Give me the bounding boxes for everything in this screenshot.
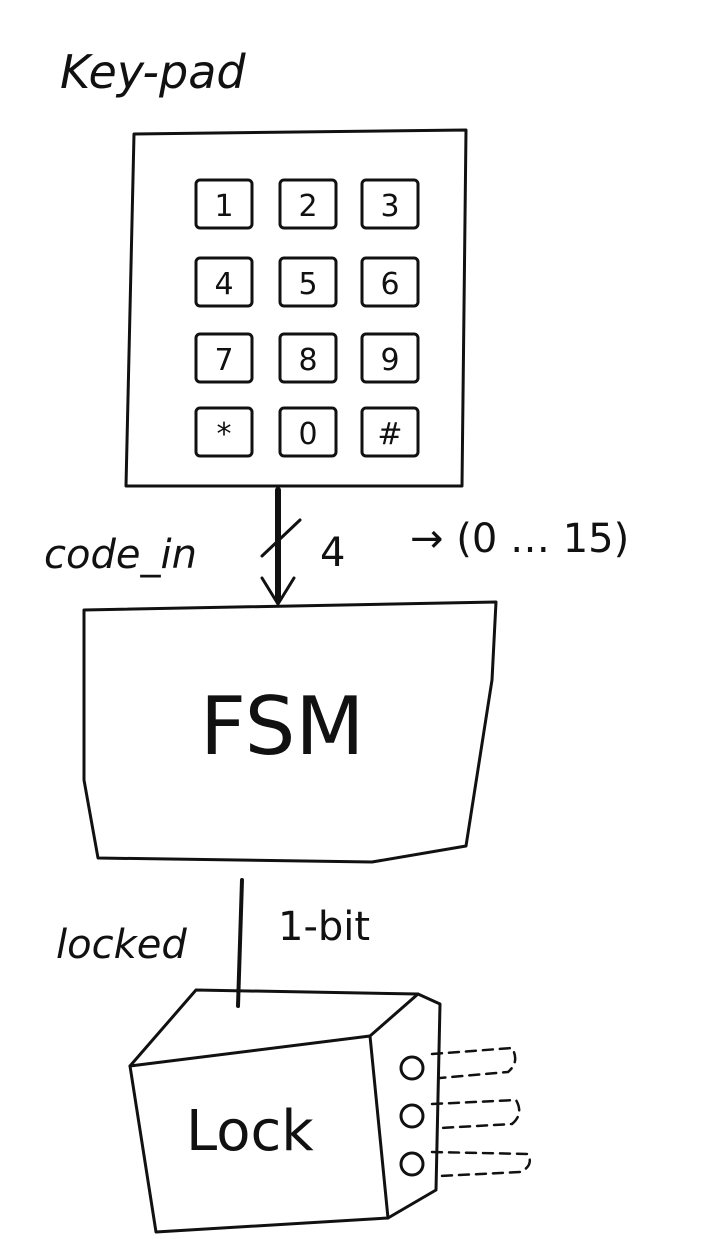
key-label: 3 — [380, 189, 399, 224]
key-label: * — [217, 417, 232, 452]
key-label: # — [377, 417, 402, 452]
fsm-box — [82, 600, 498, 864]
locked-width-label: 1-bit — [278, 904, 370, 950]
key-4-button[interactable] — [278, 256, 338, 308]
bus-width-label: 4 — [320, 530, 345, 576]
key-label: 4 — [214, 267, 233, 302]
key-label: 6 — [380, 267, 399, 302]
key-11-button[interactable] — [360, 406, 420, 458]
key-label: 9 — [380, 343, 399, 378]
key-10-button[interactable] — [278, 406, 338, 458]
lock-bolts — [399, 1046, 531, 1178]
key-label: 7 — [214, 343, 233, 378]
key-0-button[interactable] — [194, 178, 254, 230]
key-3-button[interactable] — [194, 256, 254, 308]
key-label: 8 — [298, 343, 317, 378]
key-label: 5 — [298, 267, 317, 302]
key-8-button[interactable] — [360, 332, 420, 384]
key-1-button[interactable] — [278, 178, 338, 230]
key-2-button[interactable] — [360, 178, 420, 230]
code-in-bus — [260, 487, 302, 606]
locked-signal-line — [236, 878, 244, 1008]
lock-label: Lock — [186, 1099, 314, 1164]
key-label: 1 — [214, 189, 233, 224]
fsm-label: FSM — [200, 680, 364, 773]
keypad-keys: 1 2 3 4 5 6 7 8 9 * 0 # — [194, 178, 420, 458]
locked-label: locked — [56, 922, 187, 968]
key-6-button[interactable] — [194, 332, 254, 384]
key-label: 0 — [298, 417, 317, 452]
lock-box — [128, 988, 442, 1234]
key-5-button[interactable] — [360, 256, 420, 308]
key-9-button[interactable] — [194, 406, 254, 458]
bus-range-label: → (0 … 15) — [410, 516, 629, 562]
key-label: 2 — [298, 189, 317, 224]
keypad-outline — [124, 128, 468, 488]
key-7-button[interactable] — [278, 332, 338, 384]
keypad-title: Key-pad — [60, 45, 246, 99]
code-in-label: code_in — [44, 532, 197, 578]
